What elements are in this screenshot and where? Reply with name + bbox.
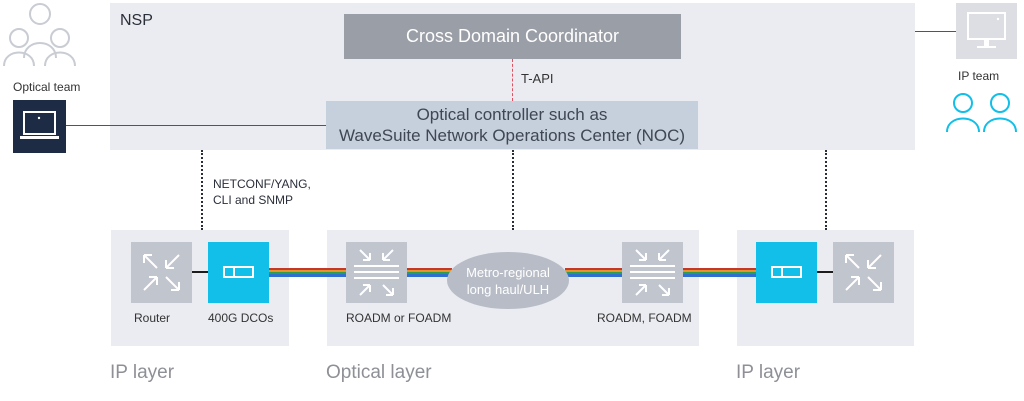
roadm-left-label: ROADM or FOADM bbox=[346, 311, 452, 325]
cloud-line1: Metro-regional bbox=[466, 264, 550, 280]
optical-controller-box: Optical controller such as WaveSuite Net… bbox=[326, 101, 698, 149]
roadm-right-icon bbox=[622, 242, 683, 303]
dco-label: 400G DCOs bbox=[208, 311, 274, 325]
optical-controller-line2: WaveSuite Network Operations Center (NOC… bbox=[338, 126, 686, 145]
ip-team-monitor-icon bbox=[956, 3, 1017, 59]
tapi-connector bbox=[512, 59, 513, 101]
protocols-line2: CLI and SNMP bbox=[213, 193, 294, 207]
router-dco-link-left bbox=[192, 271, 208, 273]
optical-layer-label: Optical layer bbox=[326, 362, 432, 383]
tapi-label: T-API bbox=[521, 71, 554, 86]
optical-team-laptop-icon bbox=[13, 100, 66, 153]
dco-right-icon bbox=[756, 242, 817, 303]
roadm-right-label: ROADM, FOADM bbox=[597, 311, 692, 325]
cross-domain-coordinator-box: Cross Domain Coordinator bbox=[344, 14, 681, 59]
ip-team-label: IP team bbox=[958, 69, 1000, 83]
router-label: Router bbox=[134, 311, 171, 325]
cross-domain-coordinator-label: Cross Domain Coordinator bbox=[405, 26, 620, 46]
protocols-label: NETCONF/YANG, CLI and SNMP bbox=[213, 176, 311, 208]
right-ip-connector bbox=[825, 150, 827, 230]
router-left-icon bbox=[131, 242, 192, 303]
fiber-link-left bbox=[268, 268, 346, 277]
fiber-link-right bbox=[683, 268, 756, 277]
router-dco-link-right bbox=[817, 271, 833, 273]
cloud-line2: long haul/ULH bbox=[466, 281, 550, 297]
fiber-link-cloud-right bbox=[565, 268, 622, 277]
optical-connector bbox=[512, 150, 514, 230]
fiber-link-cloud-left bbox=[407, 268, 452, 277]
protocols-line1: NETCONF/YANG, bbox=[213, 177, 311, 191]
ip-team-people-icon bbox=[946, 93, 1017, 133]
ip-monitor-connector bbox=[915, 31, 956, 32]
dco-left-icon bbox=[208, 242, 269, 303]
optical-team-label: Optical team bbox=[13, 80, 81, 94]
optical-team-people-icon bbox=[3, 3, 76, 67]
left-ip-connector bbox=[201, 150, 203, 230]
ip-layer-left-label: IP layer bbox=[110, 362, 175, 383]
roadm-left-icon bbox=[346, 242, 407, 303]
laptop-connector bbox=[66, 125, 326, 126]
metro-regional-cloud: Metro-regional long haul/ULH bbox=[447, 252, 569, 309]
optical-controller-line1: Optical controller such as bbox=[416, 105, 608, 124]
router-right-icon bbox=[833, 242, 894, 303]
nsp-label: NSP bbox=[120, 12, 153, 29]
ip-layer-right-label: IP layer bbox=[736, 362, 801, 383]
